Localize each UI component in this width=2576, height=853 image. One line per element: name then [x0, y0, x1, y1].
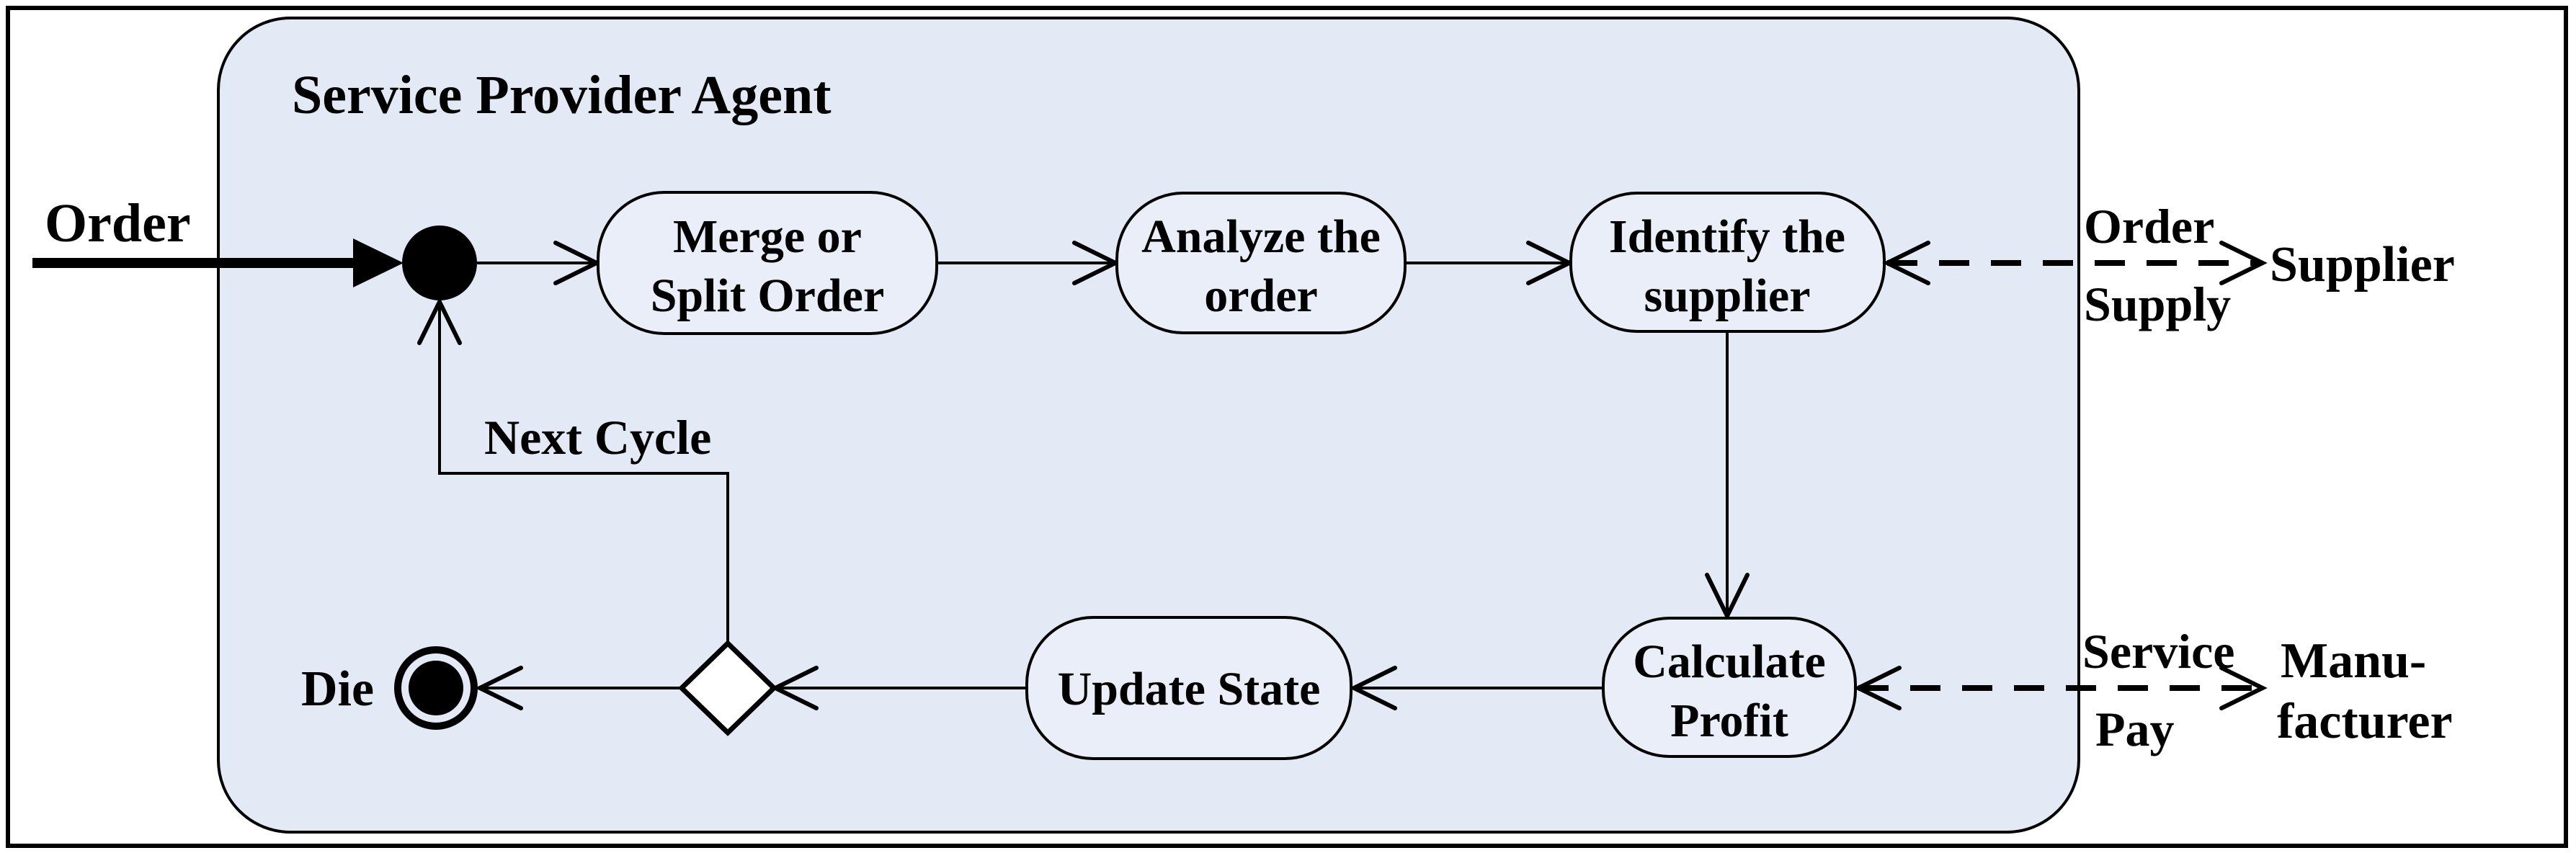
manufacturer-flow-bottom-label: Pay — [2095, 702, 2175, 756]
initial-state-node — [402, 225, 477, 300]
state-identify-label-line2: supplier — [1644, 269, 1810, 322]
arrowhead-into-final — [475, 666, 523, 710]
decision-diamond — [677, 640, 778, 736]
agent-title: Service Provider Agent — [292, 65, 832, 125]
arrowhead-supplier-to-identify — [1882, 241, 1930, 285]
supplier-flow-bottom-label: Supply — [2084, 277, 2231, 331]
supplier-flow-top-label: Order — [2084, 199, 2214, 254]
state-merge-label-line2: Split Order — [651, 269, 885, 322]
arrowhead-into-calculate — [1705, 573, 1750, 621]
state-analyze-label-line1: Analyze the — [1141, 210, 1381, 263]
next-cycle-label: Next Cycle — [484, 410, 711, 465]
manufacturer-actor-label-line1: Manu- — [2281, 633, 2426, 689]
order-input-label: Order — [45, 193, 191, 254]
state-update-label: Update State — [1058, 663, 1321, 715]
final-state-outer-ring — [394, 646, 478, 730]
arrowhead-into-initial — [417, 297, 462, 345]
order-input-arrowhead — [353, 238, 404, 287]
state-analyze-label-line2: order — [1204, 269, 1318, 322]
arrowhead-manufacturer-to-calculate — [1853, 666, 1902, 710]
supplier-actor-label: Supplier — [2270, 237, 2455, 292]
die-label: Die — [301, 661, 374, 717]
arrowhead-calculate-to-manufacturer — [2219, 666, 2268, 710]
edge-next-cycle-loop — [438, 305, 729, 643]
manufacturer-flow-top-label: Service — [2082, 624, 2234, 679]
state-identify-label-line1: Identify the — [1609, 210, 1845, 263]
state-merge-label-line1: Merge or — [673, 210, 862, 263]
state-calculate-label-line2: Profit — [1670, 695, 1788, 747]
state-calculate-label-line1: Calculate — [1633, 635, 1826, 688]
arrowhead-into-update — [1349, 666, 1397, 710]
final-state-node — [409, 661, 463, 715]
manufacturer-actor-label-line2: facturer — [2277, 694, 2453, 749]
arrowhead-identify-to-supplier — [2219, 241, 2268, 285]
